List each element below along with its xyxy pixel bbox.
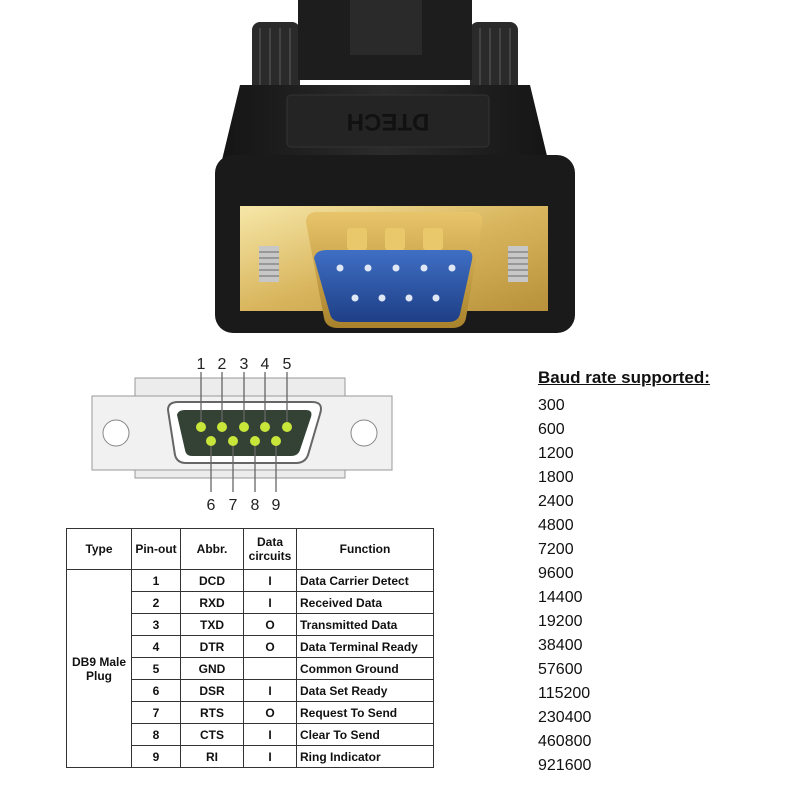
circuit-cell: O [243,613,297,636]
list-item: 921600 [538,757,592,774]
table-row: 8 CTS I Clear To Send [67,723,434,746]
abbr-cell: DCD [180,569,244,592]
pin-cell: 5 [131,657,181,680]
function-cell: Received Data [296,591,434,614]
baud-rate-panel: Baud rate supported: 300 600 1200 1800 2… [538,368,710,778]
type-cell: DB9 Male Plug [66,569,132,768]
abbr-cell: RXD [180,591,244,614]
header-pinout: Pin-out [131,528,181,570]
list-item: 9600 [538,565,574,582]
abbr-cell: RI [180,745,244,768]
list-item: 1200 [538,445,574,462]
function-cell: Data Carrier Detect [296,569,434,592]
pin-cell: 4 [131,635,181,658]
pin-cell: 9 [131,745,181,768]
circuit-cell: O [243,635,297,658]
db9-pinout-diagram: 1 2 3 4 5 6 7 8 9 [91,356,393,514]
table-row: 4 DTR O Data Terminal Ready [67,635,434,658]
table-row: DB9 Male Plug 1 DCD I Data Carrier Detec… [66,569,434,768]
abbr-cell: GND [180,657,244,680]
table-row: 2 RXD I Received Data [67,591,434,614]
function-cell: Data Set Ready [296,679,434,702]
abbr-cell: RTS [180,701,244,724]
list-item: 1800 [538,469,574,486]
pin-label-8: 8 [251,497,260,514]
dsub-insulator [314,250,473,322]
function-cell: Common Ground [296,657,434,680]
circuit-cell: I [243,591,297,614]
pin-cell: 8 [131,723,181,746]
function-cell: Transmitted Data [296,613,434,636]
pin-label-5: 5 [283,356,292,373]
pin-function-table: Type Pin-out Abbr. Data circuits Functio… [66,528,434,768]
abbr-cell: DTR [180,635,244,658]
abbr-cell: CTS [180,723,244,746]
table-row: 9 RI I Ring Indicator [67,745,434,768]
header-function: Function [296,528,434,570]
pin-label-6: 6 [207,497,216,514]
list-item: 4800 [538,517,574,534]
pin-label-9: 9 [272,497,281,514]
list-item: 2400 [538,493,574,510]
abbr-cell: DSR [180,679,244,702]
pin-cell: 1 [131,569,181,592]
abbr-cell: TXD [180,613,244,636]
list-item: 230400 [538,709,592,726]
left-screw [259,246,279,282]
pin-label-2: 2 [218,356,227,373]
list-item: 19200 [538,613,583,630]
list-item: 57600 [538,661,583,678]
header-type: Type [66,528,132,570]
circuit-cell: I [243,723,297,746]
pin-label-4: 4 [261,356,270,373]
right-screw [508,246,528,282]
list-item: 14400 [538,589,583,606]
connector-photo: DTECH [215,0,575,333]
pin-cell: 7 [131,701,181,724]
circuit-cell: O [243,701,297,724]
header-circuits: Data circuits [243,528,297,570]
function-cell: Ring Indicator [296,745,434,768]
pin-cell: 3 [131,613,181,636]
list-item: 460800 [538,733,592,750]
pin-cell: 2 [131,591,181,614]
function-cell: Request To Send [296,701,434,724]
circuit-cell: I [243,569,297,592]
function-cell: Data Terminal Ready [296,635,434,658]
list-item: 600 [538,421,565,438]
circuit-cell: I [243,745,297,768]
pin-cell: 6 [131,679,181,702]
list-item: 300 [538,397,565,414]
pin-label-1: 1 [197,356,206,373]
pin-label-7: 7 [229,497,238,514]
table-row: 7 RTS O Request To Send [67,701,434,724]
circuit-cell [243,657,297,680]
header-abbr: Abbr. [180,528,244,570]
circuit-cell: I [243,679,297,702]
table-row: 3 TXD O Transmitted Data [67,613,434,636]
list-item: 7200 [538,541,574,558]
baud-rate-title: Baud rate supported: [538,368,710,387]
list-item: 38400 [538,637,583,654]
pin-label-3: 3 [240,356,249,373]
list-item: 115200 [538,685,591,702]
function-cell: Clear To Send [296,723,434,746]
table-row: 6 DSR I Data Set Ready [67,679,434,702]
table-row: 5 GND Common Ground [67,657,434,680]
brand-logo: DTECH [347,108,430,135]
baud-rate-list: 300 600 1200 1800 2400 4800 7200 9600 14… [538,394,710,778]
